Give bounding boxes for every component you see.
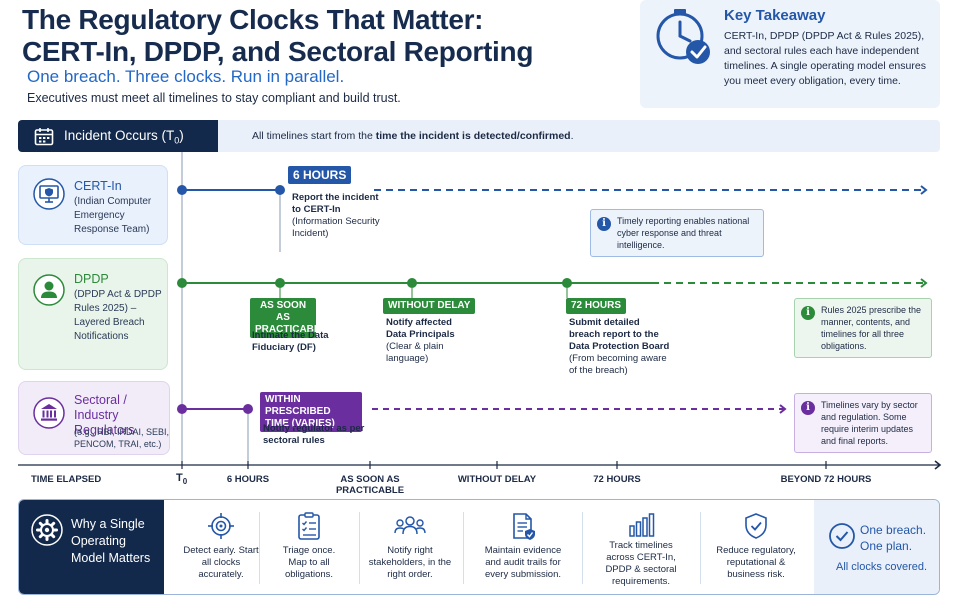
document-check-icon	[513, 513, 535, 540]
divider	[259, 512, 260, 584]
cert-in-name: CERT-In	[74, 179, 122, 193]
monitor-shield-icon	[33, 178, 65, 210]
dpdp-name: DPDP	[74, 272, 109, 286]
cert-in-action: Report the incident to CERT-In (Informat…	[292, 192, 380, 239]
benefit-text: Track timelines across CERT-In, DPDP & s…	[605, 540, 677, 587]
shield-check-icon	[745, 513, 767, 539]
dpdp-action-1: Intimate the Data Fiduciary (DF)	[252, 330, 329, 353]
cert-in-badge: 6 HOURS	[288, 166, 352, 184]
divider	[463, 512, 464, 584]
sectoral-name: Sectoral / Industry Regulators	[74, 393, 135, 437]
benefit-item: Maintain evidence and audit trails for e…	[463, 500, 583, 594]
key-takeaway-panel: Key Takeaway CERT-In, DPDP (DPDP Act & R…	[640, 0, 940, 108]
info-icon: i	[801, 306, 815, 320]
summary-tagline: All clocks covered.	[836, 561, 928, 573]
dpdp-action-2: Notify affected Data Principals(Clear & …	[386, 317, 455, 364]
axis-tick-beyond-72h: BEYOND 72 HOURS	[780, 474, 872, 485]
sectoral-action: Notify regulator as per sectoral rules	[263, 423, 365, 446]
clock-check-icon	[656, 9, 710, 64]
target-icon	[208, 513, 234, 539]
benefit-text: Notify right stakeholders, in the right …	[368, 545, 452, 580]
benefit-item: Reduce regulatory, reputational & busine…	[700, 500, 812, 594]
people-icon	[394, 516, 426, 535]
incident-label-box: Incident Occurs (T0)	[18, 120, 218, 152]
benefit-text: Maintain evidence and audit trails for e…	[484, 545, 562, 580]
incident-note: All timelines start from the time the in…	[252, 130, 574, 142]
operating-model-heading-box: Why a Single Operating Model Matters	[19, 500, 164, 594]
operating-model-heading: Why a Single Operating Model Matters	[71, 517, 151, 565]
summary-line: One breach.One plan.	[860, 523, 927, 553]
incident-bar: Incident Occurs (T0) All timelines start…	[18, 120, 940, 152]
sectoral-desc: (e.g., RBI, IRDAI, SEBI, PENCOM, TRAI, e…	[74, 427, 170, 449]
lane-card-cert-in: CERT-In (Indian Computer Emergency Respo…	[18, 165, 168, 245]
dpdp-desc: (DPDP Act & DPDP Rules 2025) – Layered B…	[74, 289, 162, 342]
takeaway-text: CERT-In, DPDP (DPDP Act & Rules 2025), a…	[724, 30, 926, 87]
axis-tick-asap: AS SOON AS PRACTICABLE	[335, 474, 405, 496]
axis-tick-t0: T0	[176, 472, 188, 487]
subline: Executives must meet all timelines to st…	[27, 91, 401, 105]
dpdp-badge-1: AS SOON AS PRACTICABLE	[250, 298, 327, 338]
axis-title: TIME ELAPSED	[31, 474, 102, 485]
check-circle-icon	[829, 523, 855, 549]
axis-tick-6h: 6 HOURS	[226, 474, 270, 485]
cert-in-desc: (Indian Computer Emergency Response Team…	[74, 196, 152, 235]
calendar-icon	[34, 128, 54, 146]
takeaway-title: Key Takeaway	[724, 7, 826, 24]
divider	[582, 512, 583, 584]
tagline: One breach. Three clocks. Run in paralle…	[27, 67, 345, 86]
incident-label: Incident Occurs (T0)	[64, 128, 184, 146]
lane-card-sectoral: Sectoral / Industry Regulators (e.g., RB…	[18, 381, 170, 455]
dpdp-badge-3: 72 HOURS	[566, 298, 627, 314]
divider	[700, 512, 701, 584]
axis-tick-without-delay: WITHOUT DELAY	[457, 474, 537, 485]
bank-icon	[33, 397, 65, 429]
checklist-icon	[298, 512, 320, 540]
operating-model-panel: Why a Single Operating Model Matters Det…	[18, 499, 940, 595]
sectoral-badge: WITHIN PRESCRIBED TIME (VARIES)	[260, 392, 362, 432]
bar-chart-icon	[629, 513, 655, 537]
page-title: The Regulatory Clocks That Matter: CERT-…	[22, 4, 622, 68]
summary-box: One breach.One plan. All clocks covered.	[814, 500, 939, 594]
lane-card-dpdp: DPDP (DPDP Act & DPDP Rules 2025) – Laye…	[18, 258, 168, 370]
benefit-item: Track timelines across CERT-In, DPDP & s…	[582, 500, 700, 594]
benefit-item: Detect early. Start all clocks accuratel…	[166, 500, 276, 594]
benefit-text: Reduce regulatory, reputational & busine…	[716, 545, 796, 580]
gear-icon	[31, 514, 63, 546]
info-icon: i	[801, 401, 815, 415]
benefit-text: Detect early. Start all clocks accuratel…	[183, 545, 259, 580]
title-line-2: CERT-In, DPDP, and Sectoral Reporting	[22, 36, 534, 67]
person-icon	[33, 274, 65, 306]
divider	[359, 512, 360, 584]
dpdp-badge-2: WITHOUT DELAY	[383, 298, 476, 314]
dpdp-action-3: Submit detailed breach report to the Dat…	[569, 317, 670, 376]
benefit-text: Triage once. Map to all obligations.	[282, 545, 336, 580]
info-icon: i	[597, 217, 611, 231]
axis-tick-72h: 72 HOURS	[593, 474, 641, 485]
benefit-item: Triage once. Map to all obligations.	[259, 500, 359, 594]
title-line-1: The Regulatory Clocks That Matter:	[22, 4, 484, 35]
benefit-item: Notify right stakeholders, in the right …	[359, 500, 461, 594]
